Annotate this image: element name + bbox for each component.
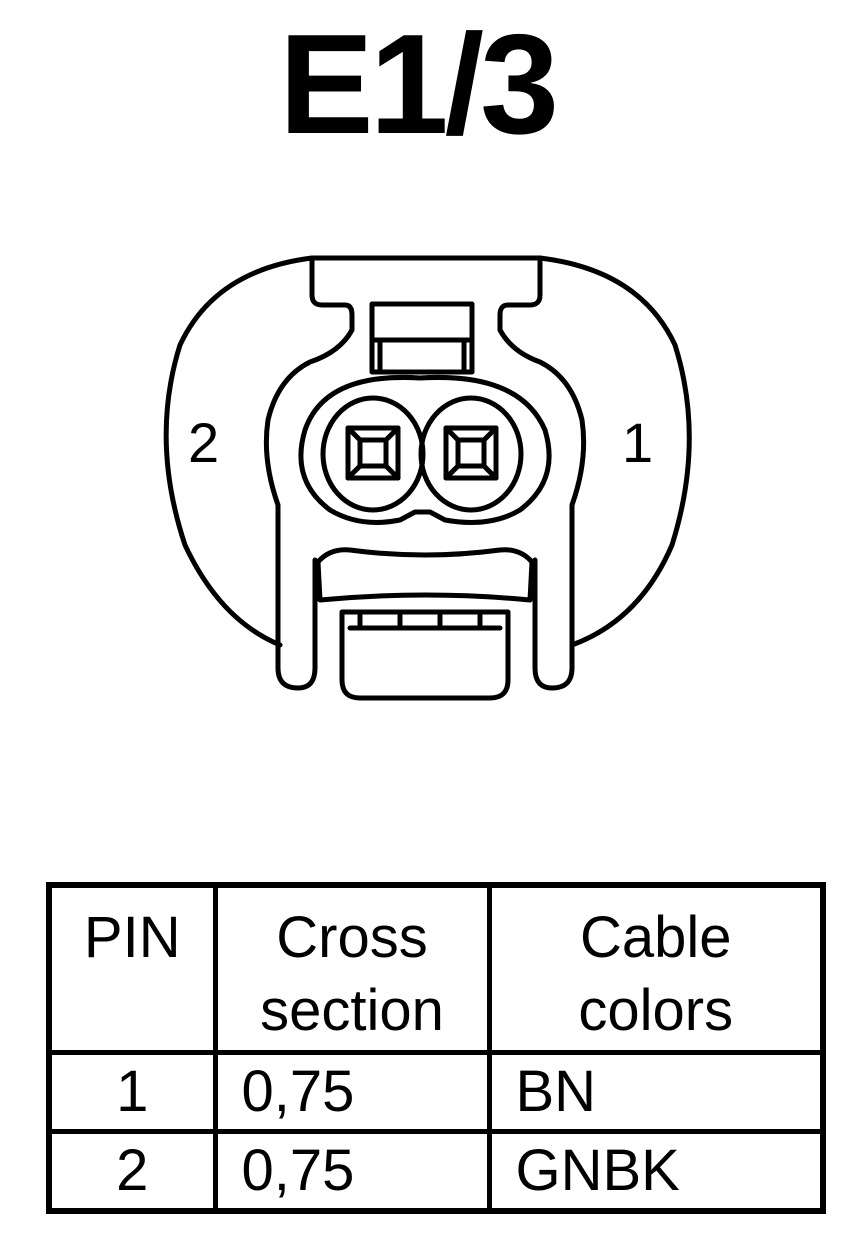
pin-1-contact [418, 395, 524, 513]
cell-cable-color: GNBK [486, 1129, 826, 1214]
table-header-row: PIN Cross section Cable colors [46, 882, 826, 1055]
pin-label-2: 2 [188, 411, 219, 474]
connector-title: E1/3 [278, 5, 559, 164]
header-pin: PIN [46, 882, 218, 1055]
cell-cross-section: 0,75 [212, 1050, 492, 1134]
connector-face-diagram: 2 1 [163, 255, 692, 701]
cell-cable-color: BN [486, 1050, 826, 1134]
pin-label-1: 1 [622, 411, 653, 474]
table-row: 1 0,75 BN [46, 1050, 826, 1134]
cell-cross-section: 0,75 [212, 1129, 492, 1214]
pin-assignment-table: PIN Cross section Cable colors 1 0,75 BN… [46, 882, 826, 1214]
pin-2-contact [320, 395, 426, 513]
cell-pin: 2 [46, 1129, 218, 1214]
header-cable-colors: Cable colors [486, 882, 826, 1055]
table-row: 2 0,75 GNBK [46, 1129, 826, 1214]
connector-outer-housing [163, 255, 315, 648]
header-cross-section: Cross section [212, 882, 492, 1055]
latch-tab [263, 255, 355, 691]
coding-key [339, 609, 511, 701]
lock-bar [315, 547, 535, 603]
pin-chamber [298, 374, 552, 525]
cell-pin: 1 [46, 1050, 218, 1134]
